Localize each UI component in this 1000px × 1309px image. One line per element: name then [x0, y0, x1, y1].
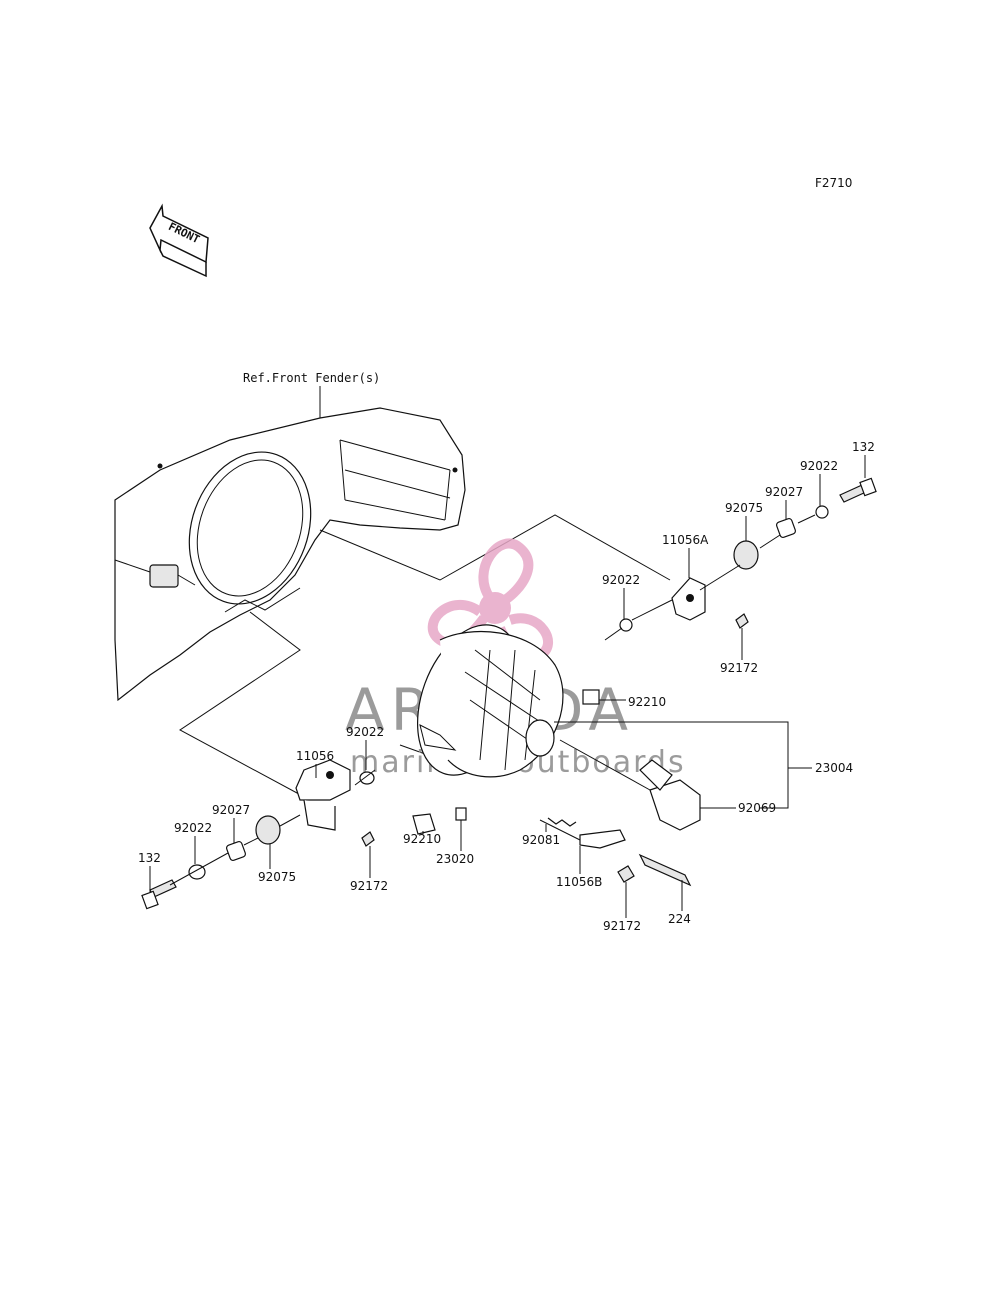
part-label-92022-right-mid: 92022 — [602, 573, 640, 587]
part-label-132-right: 132 — [852, 440, 875, 454]
part-label-92027-right: 92027 — [765, 485, 803, 499]
part-label-92172-left: 92172 — [350, 879, 388, 893]
front-fender-drawing — [114, 407, 466, 702]
ref-label: Ref.Front Fender(s) — [243, 371, 380, 385]
front-arrow-icon: FRONT — [149, 203, 209, 278]
part-label-23020: 23020 — [436, 852, 474, 866]
part-label-11056B: 11056B — [556, 875, 602, 889]
headlight-unit-drawing — [416, 624, 564, 778]
part-label-92022-right-top: 92022 — [800, 459, 838, 473]
part-label-92172-right: 92172 — [720, 661, 758, 675]
part-label-92081: 92081 — [522, 833, 560, 847]
part-label-132-left: 132 — [138, 851, 161, 865]
part-label-92027-left: 92027 — [212, 803, 250, 817]
part-label-92210-lower: 92210 — [403, 832, 441, 846]
part-labels: 132 92022 92027 92075 11056A 92022 92172… — [138, 440, 875, 933]
part-label-92075-right: 92075 — [725, 501, 763, 515]
part-label-92075-left: 92075 — [258, 870, 296, 884]
part-label-92069: 92069 — [738, 801, 776, 815]
figure-code: F2710 — [815, 176, 852, 190]
part-label-92022-left: 92022 — [346, 725, 384, 739]
part-label-11056: 11056 — [296, 749, 334, 763]
right-mount-hardware — [559, 477, 877, 831]
part-label-23004: 23004 — [815, 761, 853, 775]
part-label-92210-upper: 92210 — [628, 695, 666, 709]
left-mount-hardware — [141, 759, 692, 910]
part-label-92172-bottom: 92172 — [603, 919, 641, 933]
part-label-92022-left-bottom: 92022 — [174, 821, 212, 835]
part-label-11056A: 11056A — [662, 533, 709, 547]
part-label-224: 224 — [668, 912, 691, 926]
